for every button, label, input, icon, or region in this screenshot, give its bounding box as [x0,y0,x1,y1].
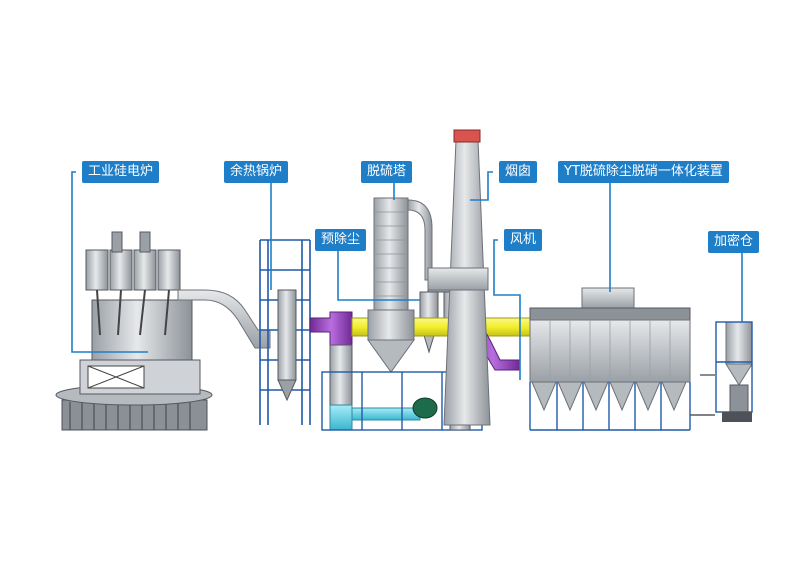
integrated-unit [529,287,691,431]
label-chimney: 烟囱 [499,161,538,183]
label-furnace: 工业硅电炉 [82,161,160,183]
label-silo: 加密仓 [708,231,760,253]
chimney [427,129,491,426]
boiler-drum [277,289,297,381]
duct-cyan [351,407,421,421]
duct-purple-boiler [309,311,353,346]
silicon-furnace [55,231,213,431]
densification-silo [715,321,753,422]
desulfurization-tower [367,197,433,373]
label-predust: 预除尘 [315,229,367,251]
label-desulfur-tower: 脱硫塔 [361,161,413,183]
label-integrated: YT脱硫除尘脱硝一体化装置 [558,161,729,183]
label-boiler: 余热锅炉 [224,161,289,183]
label-fan: 风机 [504,229,543,251]
